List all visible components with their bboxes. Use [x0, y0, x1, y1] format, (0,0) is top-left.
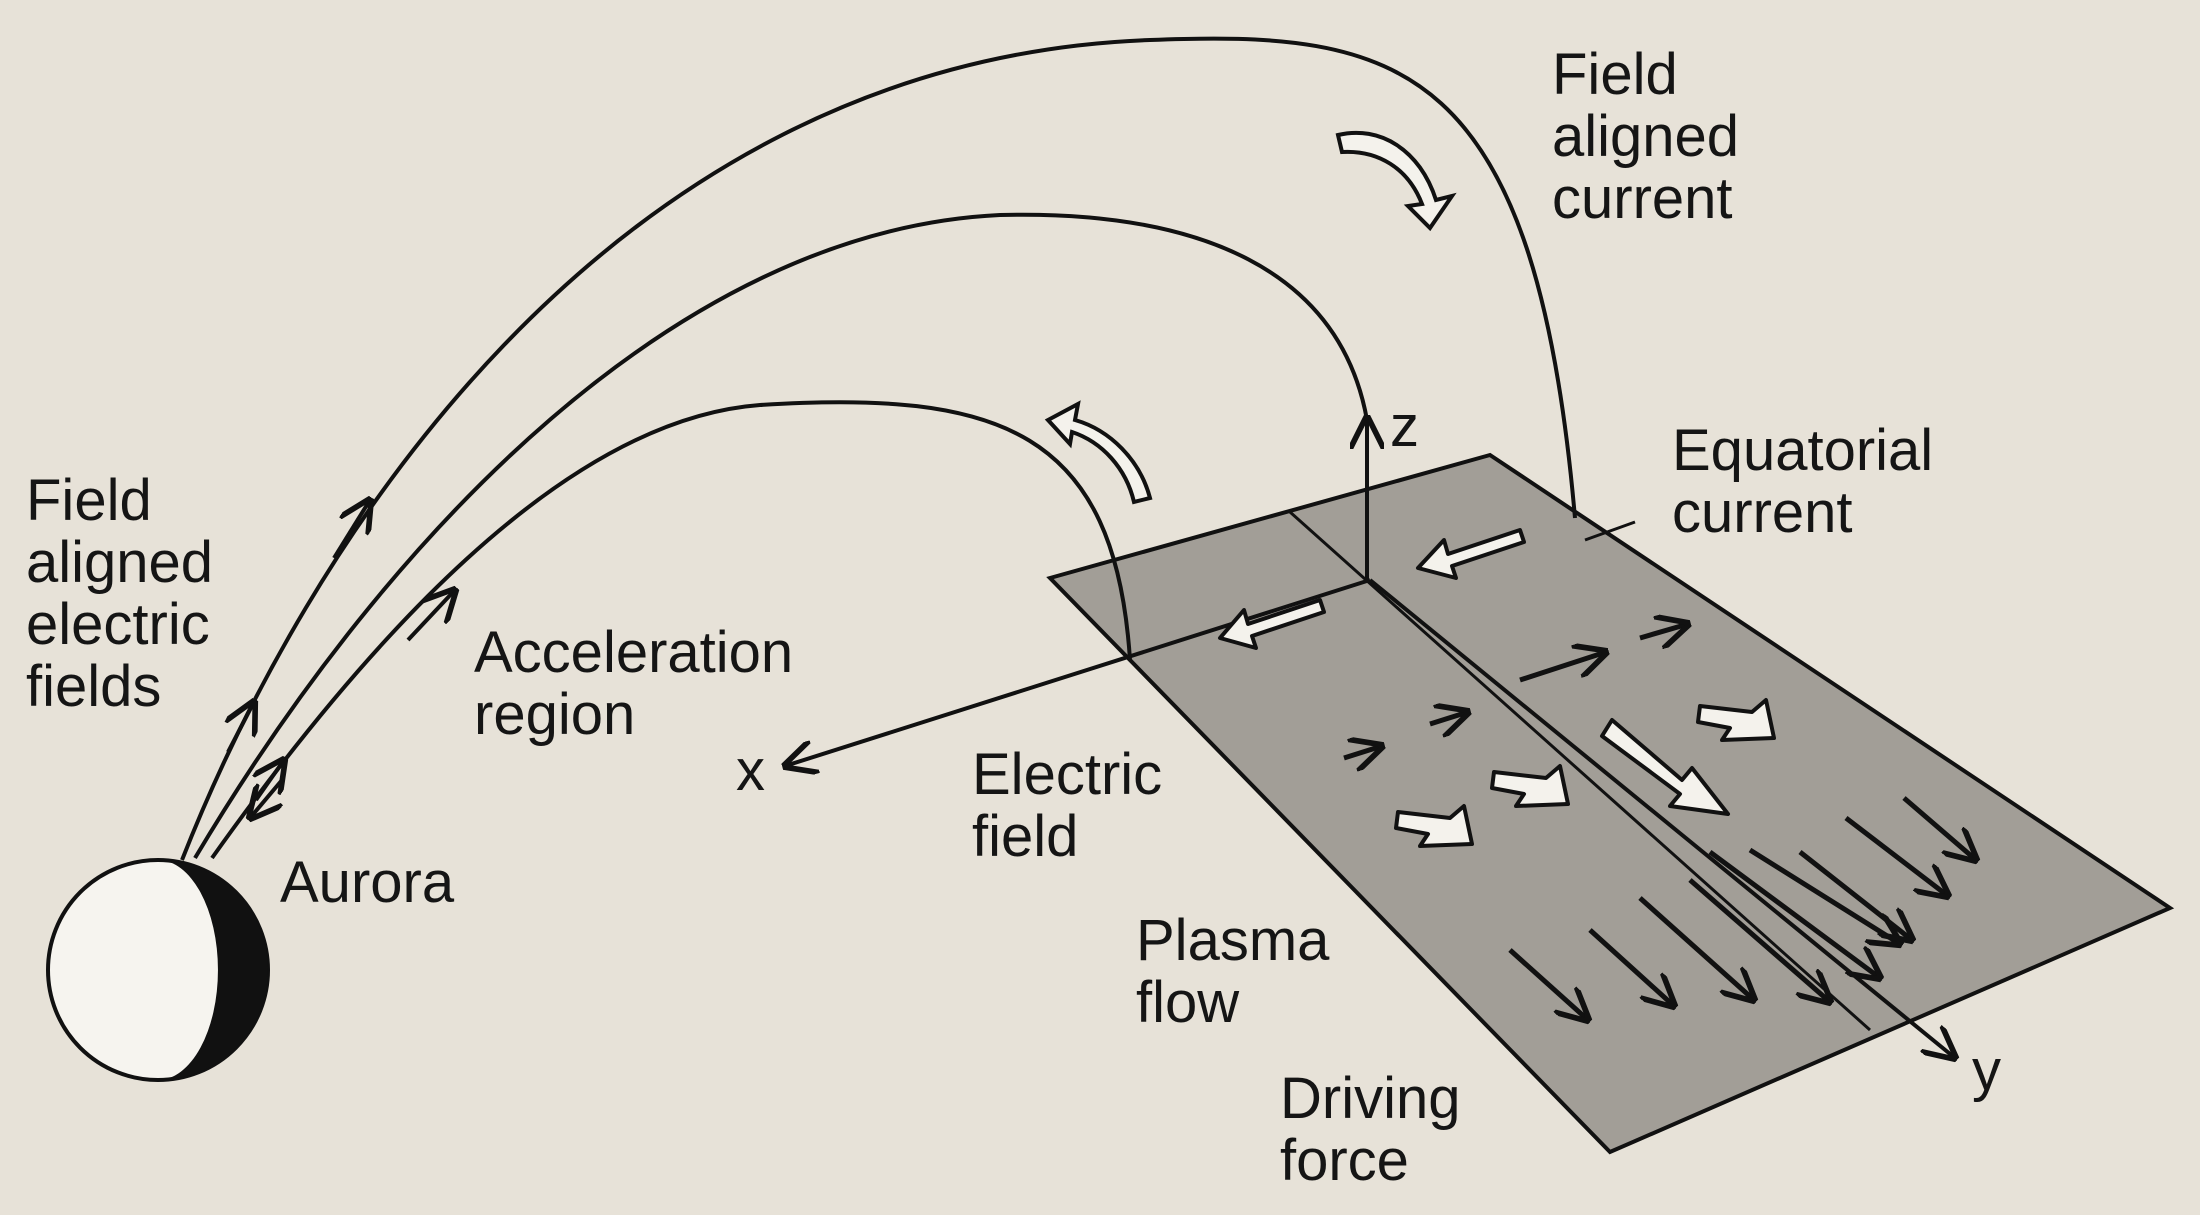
- plane-center-line: [1289, 510, 1871, 1032]
- label-axis-z: z: [1390, 394, 1419, 459]
- plasma-flow-arrow-2: [1588, 928, 1674, 1006]
- field-line-inner: [210, 400, 1132, 860]
- plasma-flow-arrow-9: [1902, 796, 1976, 860]
- equatorial-plane: [1046, 452, 2175, 1155]
- plasma-flow-arrows: [1508, 796, 1976, 1020]
- electric-field-arrow-2: [1429, 712, 1468, 724]
- plasma-flow-arrow-4: [1688, 878, 1830, 1002]
- field-arrow-outer-1: [332, 500, 370, 560]
- label-axis-y: y: [1972, 1038, 2001, 1103]
- driving-force-arrow-1: [1696, 698, 1776, 742]
- field-arrow-inner-2: [250, 778, 284, 818]
- plasma-flow-arrow-8: [1844, 816, 1948, 896]
- field-line-outer: [180, 36, 1577, 861]
- plasma-flow-arrow-7: [1798, 850, 1912, 940]
- equatorial-current-line: [1584, 520, 1636, 542]
- plasma-flow-arrow-5: [1708, 849, 1880, 978]
- field-aligned-electric-field-arrows: [228, 500, 455, 818]
- label-electric-field: Electric field: [972, 742, 1163, 869]
- x-axis: [785, 578, 1371, 766]
- field-arrow-inner-1: [406, 590, 455, 642]
- electric-field-arrow-4: [1639, 624, 1688, 638]
- plasma-flow-arrow-3: [1638, 896, 1754, 1000]
- label-field-aligned-electric-fields: Field aligned electric fields: [26, 468, 214, 719]
- driving-force-arrow-large: [1600, 718, 1730, 816]
- plasma-flow-arrow-6: [1748, 847, 1900, 944]
- hollow-arrows: [1218, 528, 1776, 848]
- electric-field-arrow-3: [1519, 652, 1606, 683]
- plasma-flow-arrow-1: [1508, 948, 1588, 1020]
- electric-field-arrow-1: [1343, 746, 1382, 758]
- earth-icon: [46, 858, 270, 1082]
- electric-field-arrows: [1343, 624, 1688, 758]
- field-line-middle: [193, 212, 1369, 860]
- driving-force-arrow-2: [1490, 764, 1570, 808]
- field-current-arrow-lower: [1044, 400, 1153, 505]
- equatorial-current-arrow-2: [1218, 598, 1326, 650]
- field-current-arrow-upper: [1335, 130, 1457, 232]
- label-axis-x: x: [736, 738, 765, 803]
- label-equatorial-current: Equatorial current: [1672, 418, 1934, 545]
- label-aurora: Aurora: [280, 850, 455, 915]
- label-field-aligned-current: Field aligned current: [1552, 42, 1740, 231]
- label-acceleration-region: Acceleration region: [474, 620, 794, 747]
- label-plasma-flow: Plasma flow: [1136, 908, 1330, 1035]
- field-arrow-outer-2: [228, 702, 254, 753]
- driving-force-arrow-3: [1394, 804, 1474, 848]
- equatorial-current-arrow-1: [1416, 528, 1526, 580]
- label-driving-force: Driving force: [1280, 1066, 1461, 1193]
